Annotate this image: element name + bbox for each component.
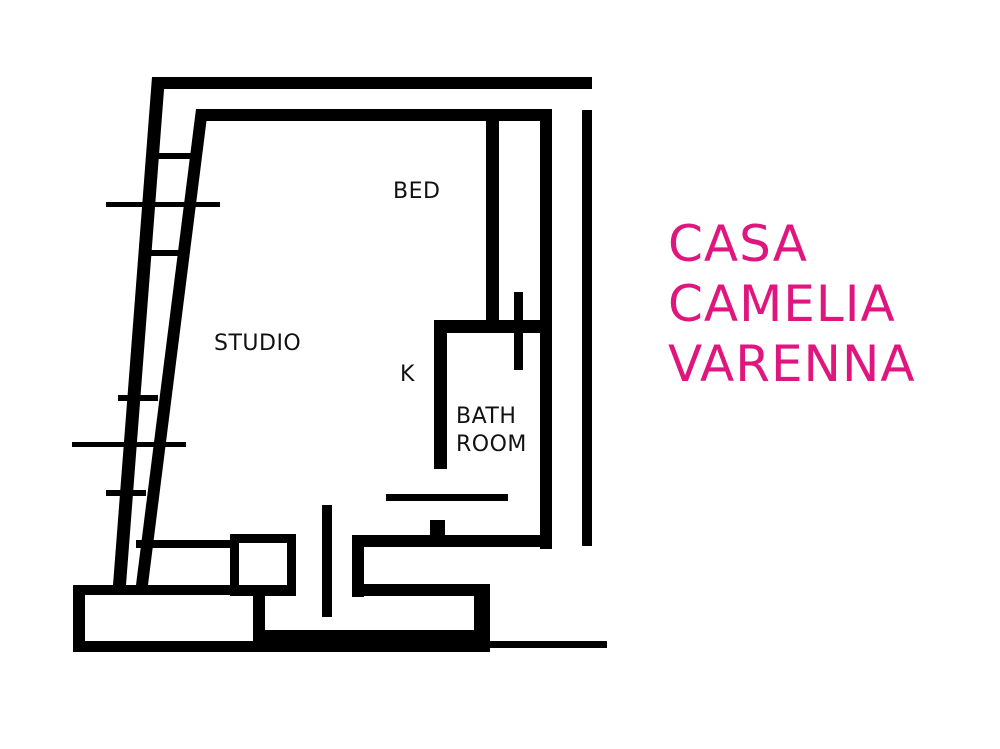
- window-rung: [139, 250, 183, 256]
- door-divider: [322, 505, 332, 617]
- entry-left-wall: [352, 535, 364, 597]
- label-studio: STUDIO: [214, 331, 301, 356]
- window-sill: [106, 202, 220, 207]
- entry-right-wall: [474, 584, 490, 644]
- outer-top-wall: [152, 77, 592, 89]
- title-line-casa: CASA: [668, 215, 808, 273]
- title-line-camelia: CAMELIA: [668, 275, 896, 333]
- bathroom-shelf: [386, 494, 508, 501]
- inner-left-wall: [136, 109, 208, 585]
- floor-bar: [253, 630, 490, 652]
- window-rung: [118, 395, 158, 401]
- counter-top: [136, 540, 236, 548]
- bottom-right-wall: [352, 535, 552, 547]
- base-top: [73, 585, 263, 595]
- box-top: [230, 534, 296, 543]
- label-room: ROOM: [456, 432, 527, 457]
- far-right-wall: [582, 110, 592, 546]
- bathroom-top-wall: [434, 320, 552, 333]
- property-title: CASA CAMELIA VARENNA: [668, 214, 916, 394]
- label-bed: BED: [393, 179, 440, 204]
- base-left: [73, 585, 85, 652]
- label-bath: BATH: [456, 404, 516, 429]
- window-rung: [155, 153, 193, 159]
- window-sill: [72, 442, 186, 447]
- inner-top-wall: [196, 109, 552, 121]
- bathroom-left-wall: [434, 320, 447, 469]
- box-left: [230, 534, 239, 594]
- wall-tab: [430, 520, 445, 536]
- floor-line: [480, 641, 607, 648]
- window-rung: [106, 490, 146, 496]
- label-kitchen: K: [400, 362, 415, 387]
- walls: [72, 77, 607, 652]
- box-right: [287, 534, 296, 596]
- door-stub: [514, 292, 523, 370]
- room-labels: BED STUDIO K BATH ROOM: [214, 179, 527, 457]
- title-line-varenna: VARENNA: [668, 335, 916, 393]
- entry-bottom-wall: [352, 584, 490, 596]
- base-bottom: [73, 641, 263, 652]
- bed-partition-wall: [486, 118, 499, 330]
